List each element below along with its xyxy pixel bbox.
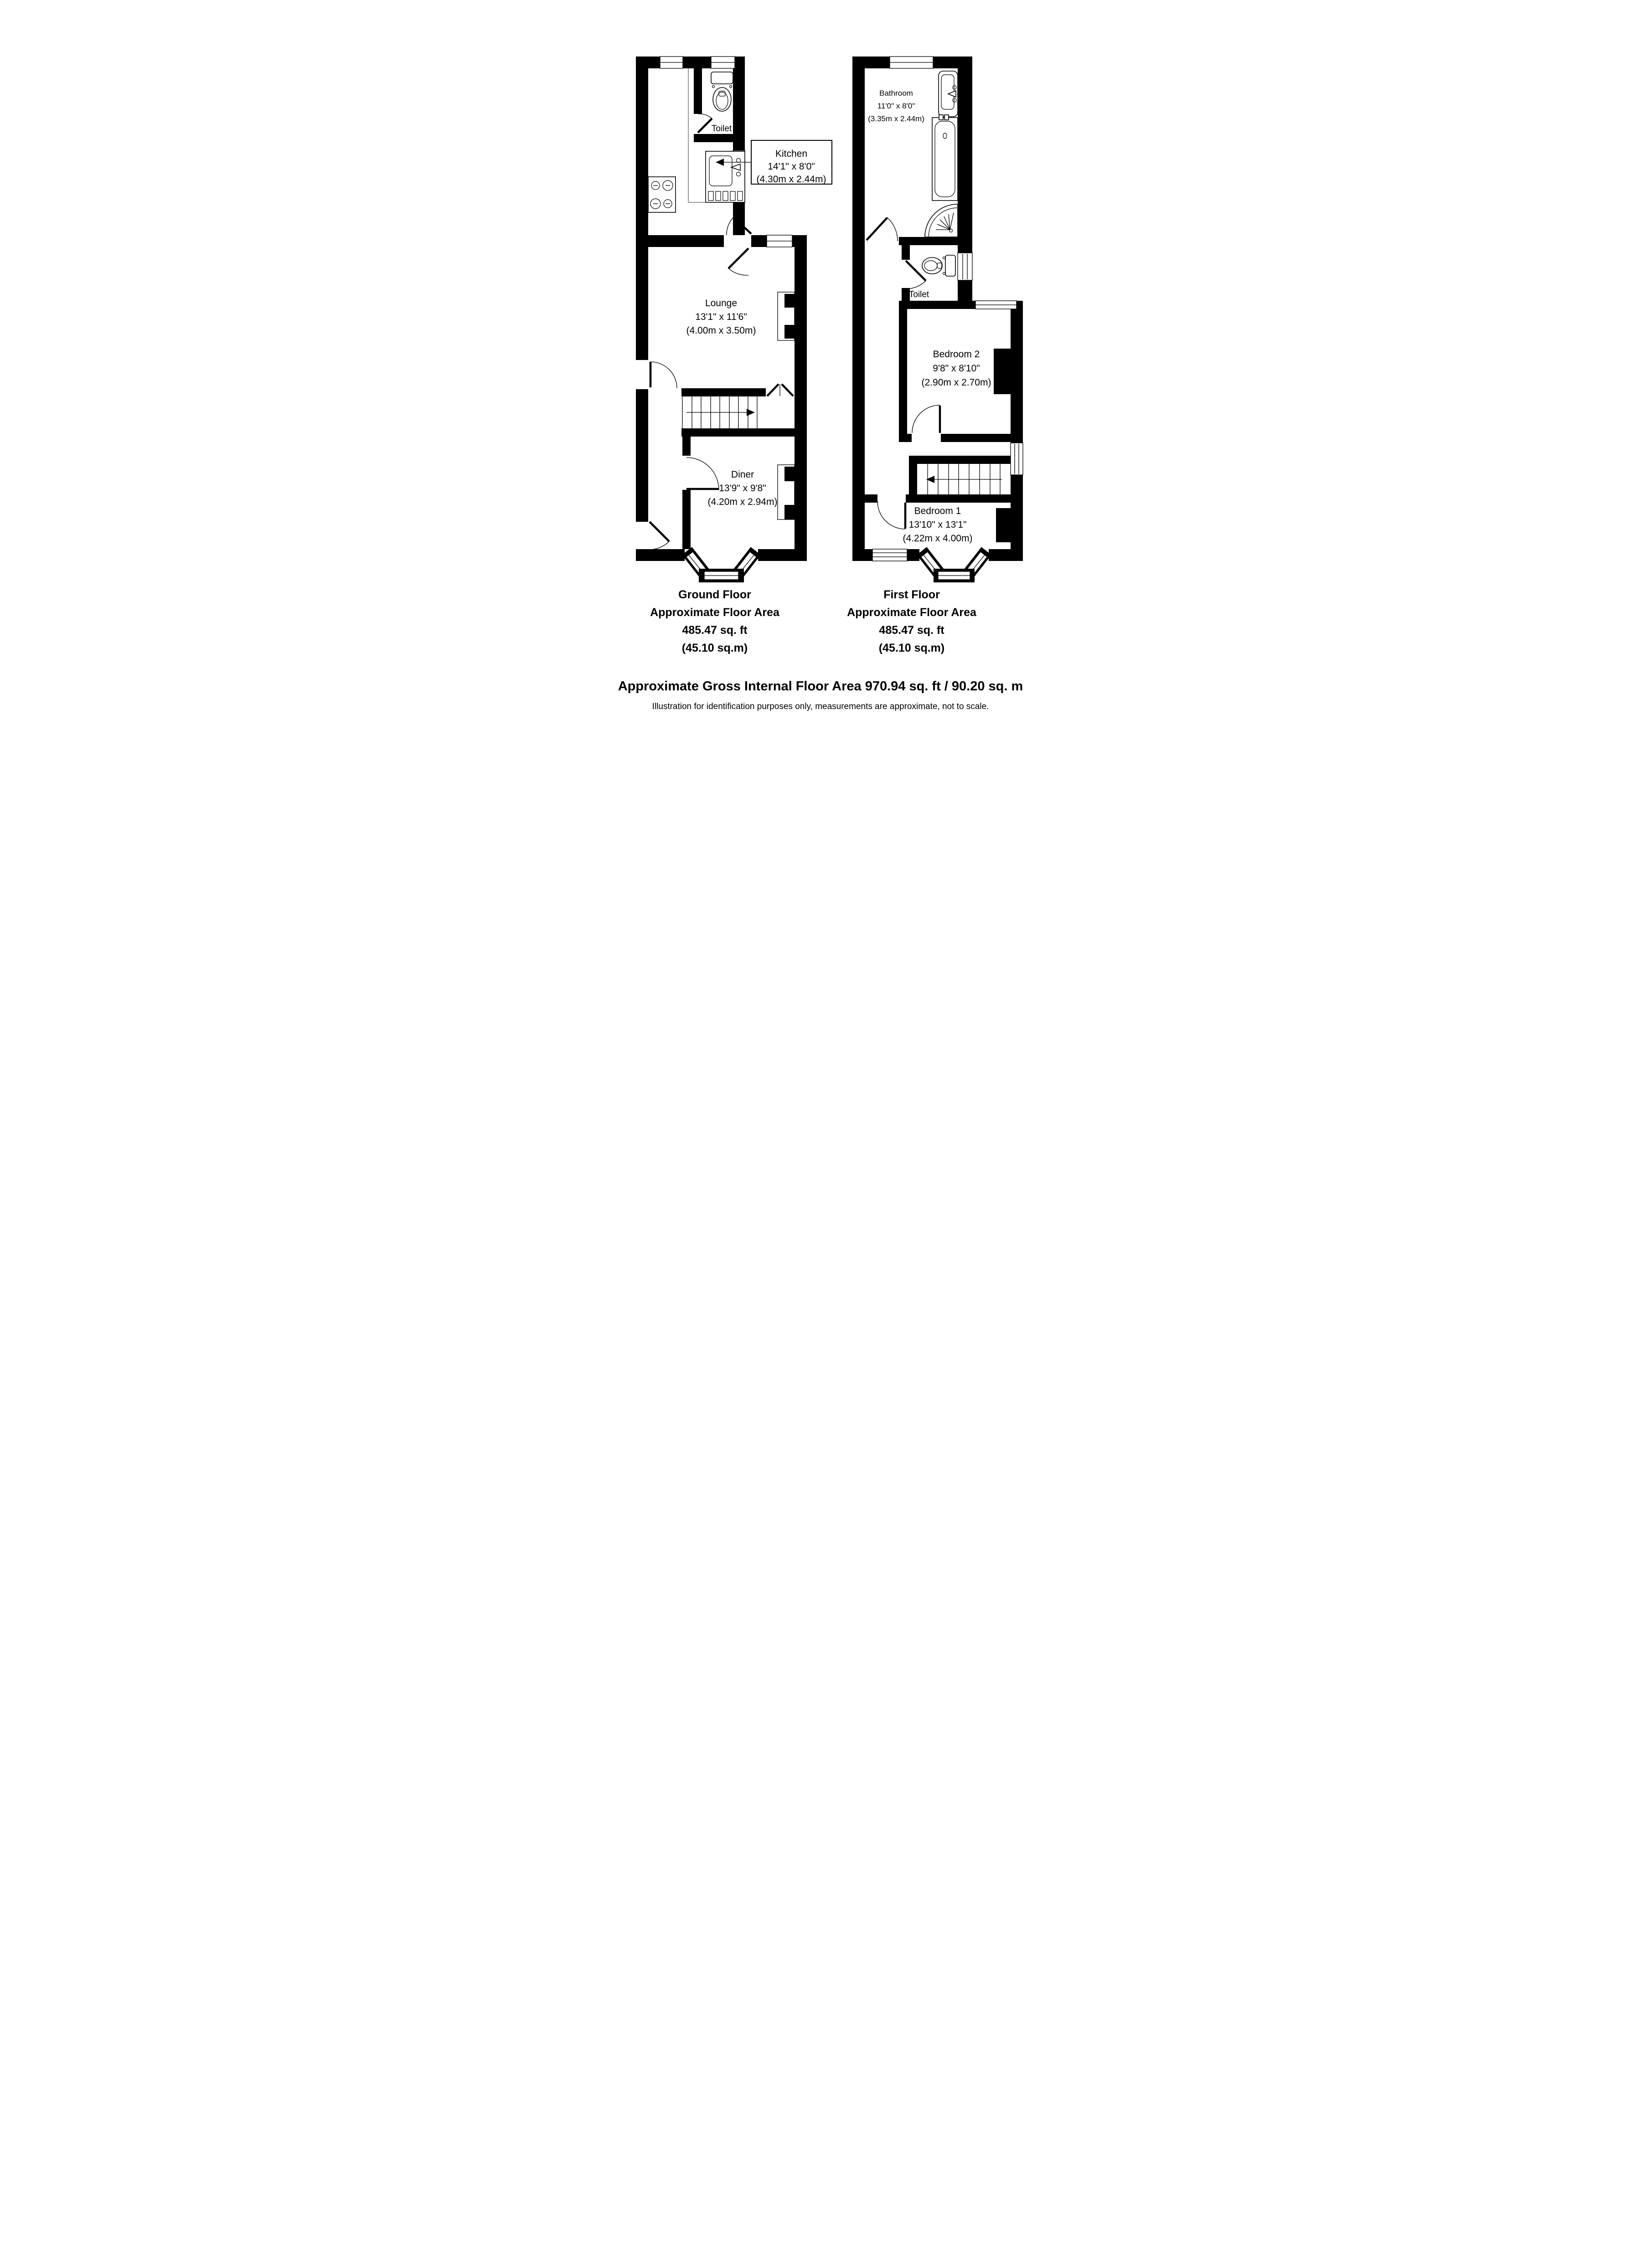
staircase-ground [682,396,758,428]
ground-toilet-icon [711,72,733,112]
bath-icon [932,114,958,201]
bedroom2-dims-imperial: 9'8" x 8'10" [933,363,980,374]
ground-caption-area-label: Approximate Floor Area [650,606,780,619]
first-caption-area-label: Approximate Floor Area [847,606,977,619]
diner-label: Diner [731,469,754,480]
bedroom2-door [912,405,941,433]
first-front-window [872,549,908,561]
ground-toilet-label: Toilet [712,124,732,134]
bedroom1-dims-metric: (4.22m x 4.00m) [903,533,973,544]
lounge-opening-marks [766,383,794,397]
first-toilet-window [957,252,973,281]
kitchen-callout-arrow-icon [716,159,724,166]
ground-caption-area-imperial: 485.47 sq. ft [682,624,748,637]
ground-window-top-1 [660,56,683,69]
lounge-dims-imperial: 13'1" x 11'6" [695,312,747,322]
ground-floor-plan: Kitchen 14'1" x 8'0" (4.30m x 2.44m) Toi… [636,56,832,582]
ground-caption-title: Ground Floor [678,588,751,601]
diner-fireplace-icon [777,464,795,520]
kitchen-dims-metric: (4.30m x 2.44m) [757,174,826,185]
first-floor-plan: Bathroom 11'0" x 8'0" (3.35m x 2.44m) To… [852,56,1023,582]
bedroom1-chimney-breast [996,508,1011,542]
ground-toilet-door [697,113,713,134]
back-door [726,216,752,236]
bedroom2-dims-metric: (2.90m x 2.70m) [922,377,991,388]
shower-icon [924,204,958,237]
stairs-up-arrow-icon [747,409,755,416]
first-toilet-label: Toilet [909,290,929,299]
kitchen-lounge-door [728,247,749,276]
kitchen-label: Kitchen [775,149,807,159]
first-caption-area-imperial: 485.47 sq. ft [879,624,944,637]
diner-door [686,457,719,490]
first-floor-caption: First Floor Approximate Floor Area 485.4… [847,588,977,654]
stairs-down-arrow-icon [926,476,934,483]
lounge-side-door [649,361,677,389]
gross-area-text: Approximate Gross Internal Floor Area 97… [618,679,1023,694]
disclaimer-text: Illustration for identification purposes… [652,702,989,711]
stove-icon [648,176,676,213]
front-door [649,521,670,550]
first-toilet-door [905,260,927,289]
bathroom-label: Bathroom [879,89,913,98]
ground-window-top-2 [711,56,735,69]
bedroom2-chimney-breast [994,349,1011,394]
bathroom-dims-metric: (3.35m x 2.44m) [868,114,924,123]
first-toilet-icon [922,255,956,277]
lounge-label: Lounge [705,298,737,309]
bathroom-sink-icon [938,71,958,117]
bedroom2-label: Bedroom 2 [933,349,980,360]
bathroom-dims-imperial: 11'0" x 8'0" [877,102,915,110]
ground-floor-caption: Ground Floor Approximate Floor Area 485.… [650,588,780,654]
bedroom1-dims-imperial: 13'10" x 13'1" [909,519,967,530]
ground-bay-window [681,547,761,582]
first-step-window [975,300,1017,309]
first-bay-window [916,547,992,582]
first-window-top [889,56,934,69]
first-caption-title: First Floor [883,588,940,601]
diner-dims-metric: (4.20m x 2.94m) [708,497,778,507]
first-corridor-window [1010,442,1023,475]
first-caption-area-metric: (45.10 sq.m) [879,642,945,654]
kitchen-counter-line [688,68,706,203]
floorplan-figure: Kitchen 14'1" x 8'0" (4.30m x 2.44m) Toi… [618,56,1023,711]
staircase-first [926,464,1002,494]
diner-dims-imperial: 13'9" x 9'8" [719,483,766,494]
bedroom1-label: Bedroom 1 [914,506,961,516]
kitchen-sink-icon [705,151,745,203]
ground-walls [636,57,807,561]
bedroom1-door [877,501,907,530]
kitchen-callout-box: Kitchen 14'1" x 8'0" (4.30m x 2.44m) [716,140,832,185]
first-walls [852,57,1023,561]
floorplan-page: Kitchen 14'1" x 8'0" (4.30m x 2.44m) Toi… [547,0,1094,756]
ground-caption-area-metric: (45.10 sq.m) [682,642,748,654]
lounge-fireplace-icon [777,292,795,341]
lounge-dims-metric: (4.00m x 3.50m) [686,325,756,336]
kitchen-dims-imperial: 14'1" x 8'0" [768,161,815,172]
bathroom-door [866,217,898,242]
lounge-top-window [766,235,793,247]
